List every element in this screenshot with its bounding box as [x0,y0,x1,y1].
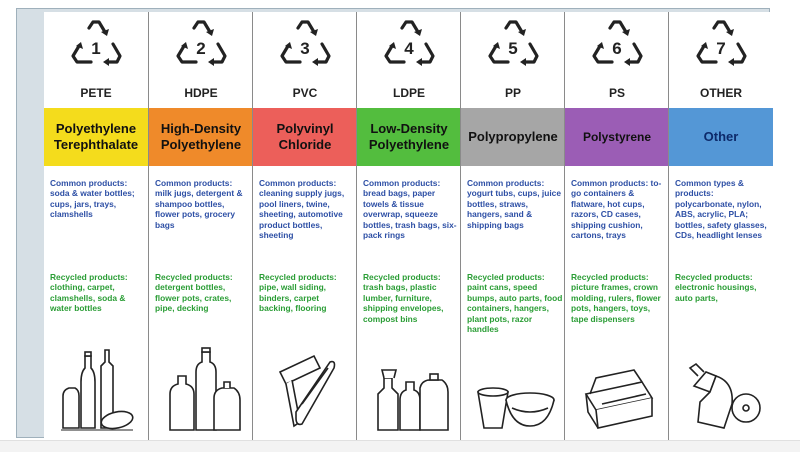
column-other: 7 OTHER Other Common types & products: p… [668,12,773,440]
recycled-products: Recycled products: detergent bottles, fl… [155,272,233,314]
common-products: Common types & products: polycarbonate, … [675,178,767,241]
resin-number: 6 [612,39,621,58]
column-pete: 1 PETE Polyethylene Terephthalate Common… [44,12,148,440]
resin-code: PP [504,86,521,100]
resin-code: HDPE [184,86,218,100]
pipe-icon [253,332,357,432]
column-ldpe: 4 LDPE Low-Density Polyethylene Common p… [356,12,461,440]
common-products: Common products: to-go containers & flat… [571,178,662,241]
resin-code: PETE [80,86,112,100]
plastic-name-band: Polyethylene Terephthalate [44,108,148,166]
resin-code: OTHER [700,86,742,100]
plastic-name-band: High-Density Polyethylene [149,108,253,166]
plastic-name-band: Other [669,108,773,166]
resin-number: 1 [91,39,100,58]
column-ps: 6 PS Polystyrene Common products: to-go … [564,12,669,440]
resin-number: 4 [404,39,414,58]
common-products: Common products: yogurt tubs, cups, juic… [467,178,561,230]
recycled-products: Recycled products: picture frames, crown… [571,272,661,324]
disc-bottle-icon [669,332,773,432]
spray-bottles-icon [357,332,461,432]
recycle-symbol-icon: 4 [357,18,461,78]
plastic-name-band: Polyvinyl Chloride [253,108,357,166]
recycle-symbol-icon: 5 [461,18,565,78]
common-products: Common products: cleaning supply jugs, p… [259,178,345,241]
recycled-products: Recycled products: electronic housings, … [675,272,757,303]
clamshell-icon [565,332,669,432]
plastic-name-band: Polystyrene [565,108,669,166]
common-products: Common products: soda & water bottles; c… [50,178,135,220]
recycle-symbol-icon: 3 [253,18,357,78]
resin-code: PVC [292,86,318,100]
column-pvc: 3 PVC Polyvinyl Chloride Common products… [252,12,357,440]
recycled-products: Recycled products: clothing, carpet, cla… [50,272,128,314]
recycle-symbol-icon: 2 [149,18,253,78]
recycled-products: Recycled products: pipe, wall siding, bi… [259,272,337,314]
resin-number: 3 [300,39,309,58]
jugs-icon [149,332,253,432]
bottom-strip [0,440,800,452]
recycle-symbol-icon: 7 [669,18,773,78]
resin-number: 7 [716,39,725,58]
resin-code-table: 1 PETE Polyethylene Terephthalate Common… [44,12,774,440]
recycle-symbol-icon: 6 [565,18,669,78]
bottles-icon [44,332,148,432]
cup-bowl-icon [461,332,565,432]
resin-number: 5 [508,39,517,58]
recycle-symbol-icon: 1 [44,18,148,78]
resin-code: PS [608,86,625,100]
plastic-name-band: Low-Density Polyethylene [357,108,461,166]
common-products: Common products: bread bags, paper towel… [363,178,457,241]
column-pp: 5 PP Polypropylene Common products: yogu… [460,12,565,440]
column-hdpe: 2 HDPE High-Density Polyethylene Common … [148,12,253,440]
chart-frame: 1 PETE Polyethylene Terephthalate Common… [16,8,774,440]
common-products: Common products: milk jugs, detergent & … [155,178,243,230]
plastic-name-band: Polypropylene [461,108,565,166]
recycled-products: Recycled products: trash bags, plastic l… [363,272,444,324]
recycled-products: Recycled products: paint cans, speed bum… [467,272,563,335]
resin-code: LDPE [392,86,425,100]
resin-number: 2 [196,39,205,58]
